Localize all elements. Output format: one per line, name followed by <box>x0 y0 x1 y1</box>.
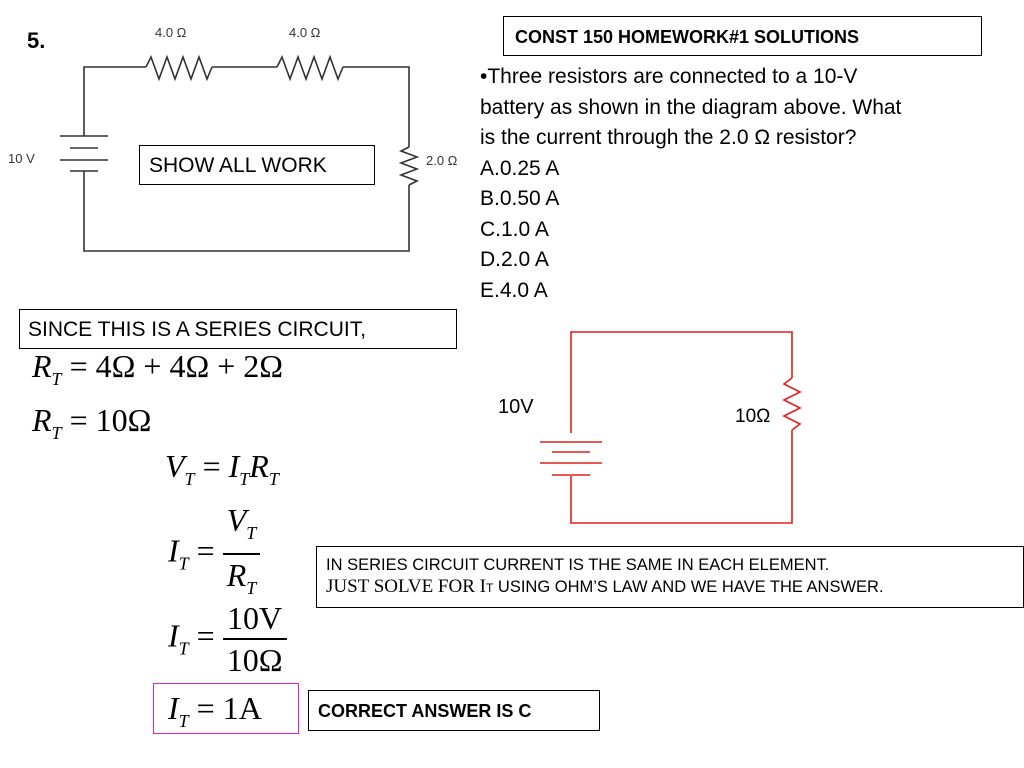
problem-number: 5. <box>27 28 46 53</box>
resistor-top-right <box>276 54 344 82</box>
equivalent-wire <box>570 331 793 433</box>
equivalent-circuit-diagram: 10V 10Ω <box>498 331 802 524</box>
equation-rt-sum: RT = 4Ω + 4Ω + 2Ω <box>32 348 284 389</box>
equation-it-values-eq: = <box>196 617 215 654</box>
question-text: •Three resistors are connected to a 10-V… <box>480 62 1020 306</box>
fraction-numerator: 10V <box>222 598 287 640</box>
equation-rt-sum-rhs: = 4Ω + 4Ω + 2Ω <box>69 348 284 384</box>
choice-d: D.2.0 A <box>480 248 549 271</box>
equation-final: IT = 1A <box>168 690 262 731</box>
equation-rt-total: RT = 10Ω <box>32 402 152 443</box>
equation-it-division: IT = VT RT <box>168 500 261 608</box>
resistor-right <box>398 146 420 186</box>
equation-it-values: IT = 10V 10Ω <box>168 598 287 680</box>
question-line: is the current through the 2.0 Ω resisto… <box>480 126 857 149</box>
equation-final-rhs: = 1A <box>196 690 262 726</box>
explanation-box: IN SERIES CIRCUIT CURRENT IS THE SAME IN… <box>316 546 1024 608</box>
page-title: CONST 150 HOMEWORK#1 SOLUTIONS <box>503 16 982 56</box>
question-line: •Three resistors are connected to a 10-V <box>480 65 858 88</box>
choice-c: C.1.0 A <box>480 217 549 241</box>
correct-answer-box: CORRECT ANSWER IS C <box>308 690 600 731</box>
choice-e: E.4.0 A <box>480 278 548 302</box>
equivalent-resistor <box>782 377 802 431</box>
explanation-line-2: JUST SOLVE FOR IT USING OHM’S LAW AND WE… <box>326 576 884 597</box>
equivalent-battery-label: 10V <box>498 396 534 418</box>
series-note-box: SINCE THIS IS A SERIES CIRCUIT, <box>19 309 457 349</box>
resistor-top-right-label: 4.0 Ω <box>289 25 321 40</box>
equivalent-resistor-label: 10Ω <box>735 406 770 427</box>
show-work-box: SHOW ALL WORK <box>139 145 375 185</box>
top-wire <box>83 66 146 68</box>
battery-label: 10 V <box>8 151 35 166</box>
choice-a: A.0.25 A <box>480 156 560 180</box>
resistor-top-left <box>145 54 213 82</box>
resistor-right-label: 2.0 Ω <box>426 153 458 168</box>
series-circuit-diagram: 4.0 Ω 4.0 Ω 2.0 Ω 10 V <box>8 25 458 252</box>
fraction-denominator: 10Ω <box>226 642 283 678</box>
resistor-top-left-label: 4.0 Ω <box>155 25 187 40</box>
fraction-vt-over-rt: VT RT <box>222 500 261 608</box>
fraction-values: 10V 10Ω <box>222 598 287 680</box>
equation-ohms-law: VT = ITRT <box>165 448 279 489</box>
equation-rt-total-rhs: = 10Ω <box>69 402 152 438</box>
explanation-line-1: IN SERIES CIRCUIT CURRENT IS THE SAME IN… <box>326 556 830 574</box>
equation-it-division-eq: = <box>196 532 215 569</box>
question-line: battery as shown in the diagram above. W… <box>480 95 902 119</box>
choice-b: B.0.50 A <box>480 187 560 210</box>
final-answer-box <box>153 683 299 734</box>
